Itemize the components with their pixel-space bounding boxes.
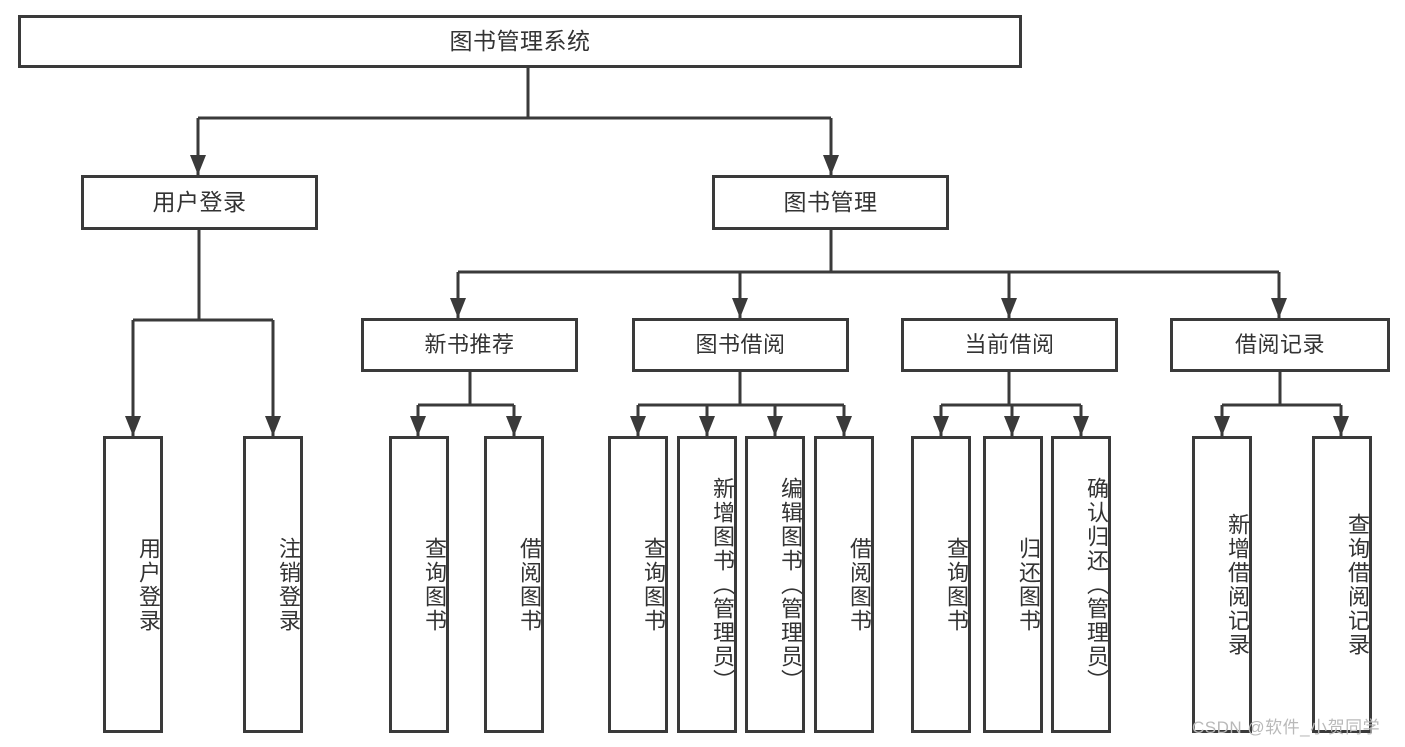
node-label: 图书借阅 xyxy=(695,331,786,357)
node-current-borrow[interactable]: 当前借阅 xyxy=(901,318,1118,372)
node-leaf-query-book-2[interactable]: 查询图书 xyxy=(608,436,668,733)
node-leaf-return-book[interactable]: 归还图书 xyxy=(983,436,1043,733)
node-label: 归还图书 xyxy=(1016,536,1041,633)
arrow-head-icon xyxy=(1214,416,1230,436)
node-label: 新增借阅记录 xyxy=(1225,512,1250,657)
node-leaf-borrow-book-2[interactable]: 借阅图书 xyxy=(814,436,874,733)
node-label: 新书推荐 xyxy=(424,331,515,357)
watermark: CSDN @软件_小贺同学 xyxy=(1192,718,1381,737)
node-label: 查询图书 xyxy=(641,536,666,633)
node-label: 注销登录 xyxy=(276,536,301,633)
arrow-head-icon xyxy=(410,416,426,436)
node-root[interactable]: 图书管理系统 xyxy=(18,15,1022,68)
node-label: 图书管理 xyxy=(783,188,878,215)
node-label: 编辑图书（管理员） xyxy=(778,476,803,693)
node-leaf-query-book-3[interactable]: 查询图书 xyxy=(911,436,971,733)
node-leaf-add-record[interactable]: 新增借阅记录 xyxy=(1192,436,1252,733)
arrow-head-icon xyxy=(125,416,141,436)
arrow-head-icon xyxy=(506,416,522,436)
arrow-head-icon xyxy=(1001,298,1017,318)
arrow-head-icon xyxy=(732,298,748,318)
node-label: 当前借阅 xyxy=(964,331,1055,357)
node-leaf-add-book[interactable]: 新增图书（管理员） xyxy=(677,436,737,733)
arrow-head-icon xyxy=(1271,298,1287,318)
node-leaf-edit-book[interactable]: 编辑图书（管理员） xyxy=(745,436,805,733)
node-leaf-user-login[interactable]: 用户登录 xyxy=(103,436,163,733)
node-leaf-query-book-1[interactable]: 查询图书 xyxy=(389,436,449,733)
node-label: 图书管理系统 xyxy=(449,27,591,54)
arrow-head-icon xyxy=(836,416,852,436)
node-leaf-confirm-return[interactable]: 确认归还（管理员） xyxy=(1051,436,1111,733)
node-book-manage[interactable]: 图书管理 xyxy=(712,175,949,230)
node-label: 用户登录 xyxy=(152,188,247,215)
arrow-head-icon xyxy=(823,155,839,175)
arrow-head-icon xyxy=(1004,416,1020,436)
node-book-borrow[interactable]: 图书借阅 xyxy=(632,318,849,372)
node-borrow-record[interactable]: 借阅记录 xyxy=(1170,318,1390,372)
arrow-head-icon xyxy=(699,416,715,436)
arrow-head-icon xyxy=(450,298,466,318)
arrow-head-icon xyxy=(265,416,281,436)
node-label: 借阅图书 xyxy=(517,536,542,633)
node-leaf-user-logout[interactable]: 注销登录 xyxy=(243,436,303,733)
node-leaf-query-record[interactable]: 查询借阅记录 xyxy=(1312,436,1372,733)
arrow-head-icon xyxy=(767,416,783,436)
arrow-head-icon xyxy=(1333,416,1349,436)
node-label: 借阅图书 xyxy=(847,536,872,633)
arrow-head-icon xyxy=(933,416,949,436)
node-new-book-rec[interactable]: 新书推荐 xyxy=(361,318,578,372)
node-leaf-borrow-book-1[interactable]: 借阅图书 xyxy=(484,436,544,733)
node-label: 借阅记录 xyxy=(1234,331,1325,357)
node-label: 查询图书 xyxy=(422,536,447,633)
node-user-login[interactable]: 用户登录 xyxy=(81,175,318,230)
node-label: 新增图书（管理员） xyxy=(710,476,735,693)
arrow-head-icon xyxy=(1073,416,1089,436)
node-label: 确认归还（管理员） xyxy=(1084,476,1109,693)
node-label: 查询借阅记录 xyxy=(1345,512,1370,657)
node-label: 查询图书 xyxy=(944,536,969,633)
arrow-head-icon xyxy=(630,416,646,436)
arrow-head-icon xyxy=(190,155,206,175)
node-label: 用户登录 xyxy=(136,536,161,633)
